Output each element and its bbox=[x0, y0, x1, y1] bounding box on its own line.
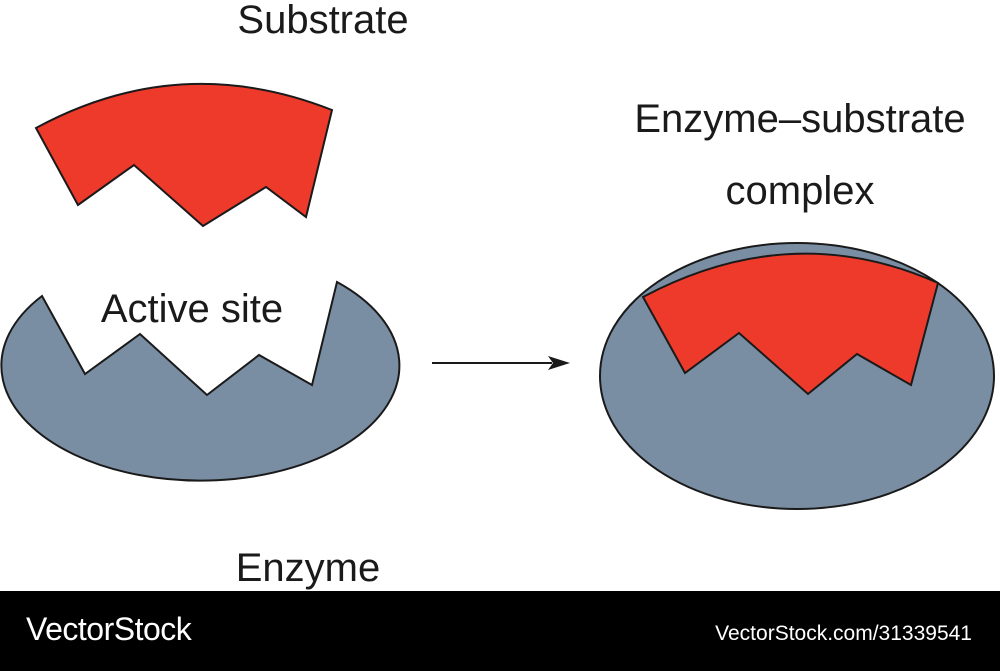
complex-label-line2: complex bbox=[726, 169, 875, 213]
complex-substrate-shape bbox=[641, 252, 940, 396]
brand-logo-text[interactable]: VectorStock bbox=[26, 611, 192, 647]
image-id-link[interactable]: VectorStock.com/31339541 bbox=[715, 622, 972, 645]
watermark-footer: VectorStock VectorStock.com/31339541 bbox=[0, 591, 1000, 671]
enzyme-substrate-diagram: Substrate Active site Enzyme Enzyme–subs… bbox=[0, 0, 995, 590]
complex-label-line1: Enzyme–substrate bbox=[634, 97, 965, 141]
reaction-arrow-head bbox=[548, 356, 570, 370]
active-site-label: Active site bbox=[101, 287, 283, 331]
enzyme-shape bbox=[0, 280, 401, 482]
substrate-label: Substrate bbox=[237, 0, 408, 42]
substrate-shape bbox=[34, 82, 334, 228]
enzyme-label: Enzyme bbox=[236, 546, 381, 590]
